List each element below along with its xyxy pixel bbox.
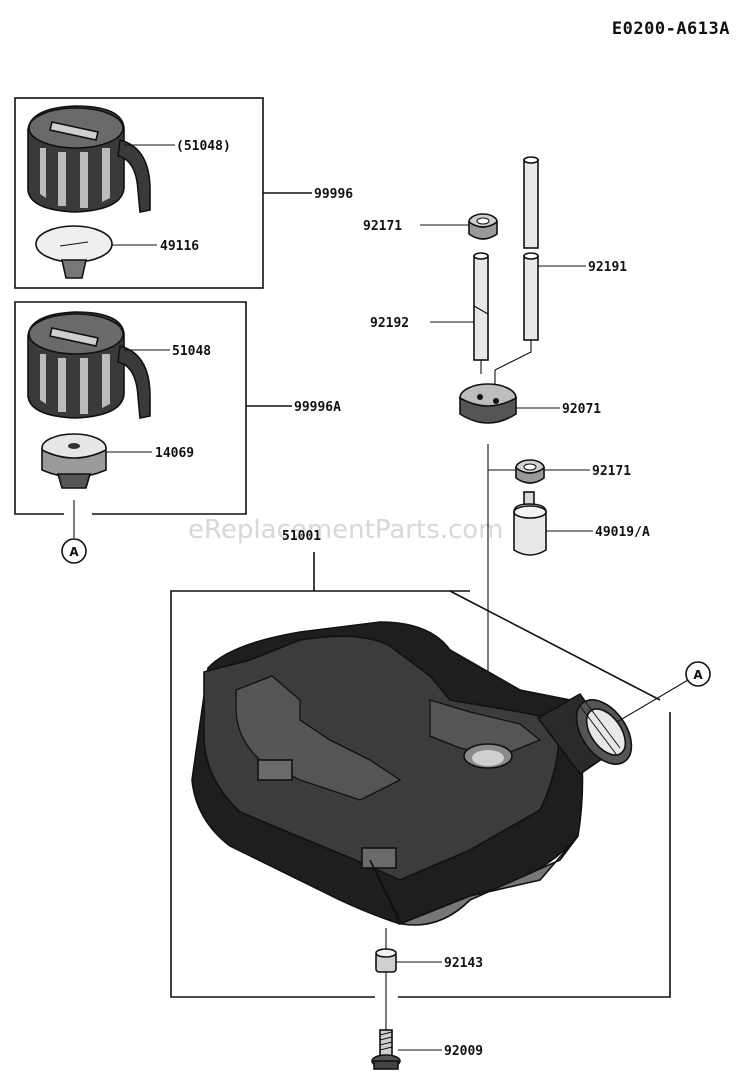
fuel-filter-icon	[513, 491, 547, 556]
washer-top-icon	[468, 213, 498, 240]
label-grommet: 92071	[562, 402, 601, 417]
cap-gasket-icon	[41, 433, 107, 489]
label-collar: 92143	[444, 956, 483, 971]
label-cap-upper-assy: 99996	[314, 187, 353, 202]
tank-box	[170, 590, 470, 998]
watermark: eReplacementParts.com	[188, 515, 504, 545]
label-bolt: 92009	[444, 1044, 483, 1059]
fuel-cap-lower-icon	[27, 311, 151, 419]
label-cap-lower: 51048	[172, 344, 211, 359]
label-fuel-filter: 49019/A	[595, 525, 650, 540]
label-filter-disc: 49116	[160, 239, 199, 254]
bolt-icon	[371, 1029, 401, 1070]
washer-mid-icon	[515, 459, 545, 484]
filter-disc-icon	[35, 225, 113, 279]
callout-a-left	[61, 538, 87, 564]
tube-short-icon	[473, 252, 489, 361]
label-washer-mid: 92171	[592, 464, 631, 479]
label-washer-top: 92171	[363, 219, 402, 234]
collar-icon	[375, 928, 397, 973]
label-tube-short: 92192	[370, 316, 409, 331]
cap-assembly-box-lower	[14, 301, 247, 515]
diagram-code: E0200-A613A	[612, 19, 730, 39]
label-cap-lower-assy: 99996A	[294, 400, 341, 415]
tube-long-icon	[523, 156, 539, 341]
fuel-cap-upper-icon	[27, 105, 151, 213]
label-cap-upper-inner: (51048)	[176, 139, 231, 154]
grommet-icon	[459, 383, 517, 424]
svg-text:A: A	[69, 545, 79, 559]
label-cap-gasket: 14069	[155, 446, 194, 461]
callout-a-tank	[685, 661, 711, 687]
label-tube-long: 92191	[588, 260, 627, 275]
svg-text:A: A	[693, 668, 703, 682]
label-tank: 51001	[282, 529, 321, 544]
fuel-tank-icon	[191, 621, 633, 926]
